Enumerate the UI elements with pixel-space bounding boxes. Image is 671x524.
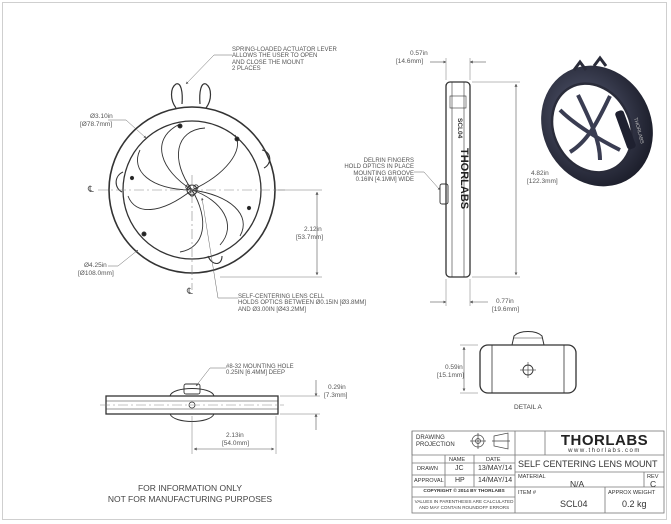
material-label: MATERIAL <box>518 474 546 480</box>
dim-inner-diameter: Ø3.10in [Ø78.7mm] <box>80 113 113 128</box>
note-actuator-lever: SPRING-LOADED ACTUATOR LEVER ALLOWS THE … <box>232 47 337 73</box>
weight-value: 0.2 kg <box>622 499 647 509</box>
delrin-finger-tab <box>439 183 449 205</box>
copyright: COPYRIGHT © 2014 BY THORLABS <box>423 489 505 494</box>
date-header: DATE <box>486 457 501 463</box>
rev-label: REV <box>647 474 659 480</box>
approval-label: APPROVAL <box>414 478 444 484</box>
dim-base-width-text: 0.77in [19.6mm] <box>492 298 520 313</box>
side-bump-left <box>115 171 124 193</box>
side-view <box>414 58 520 306</box>
material-value: N/A <box>570 479 585 489</box>
drawing-title: SELF CENTERING LENS MOUNT <box>518 459 658 469</box>
sheet-border <box>2 2 667 520</box>
dim-center-height-text: 2.12in [53.7mm] <box>296 226 324 241</box>
approval-name: HP <box>455 477 465 484</box>
name-header: NAME <box>449 457 466 463</box>
note-lens-cell: SELF-CENTERING LENS CELL HOLDS OPTICS BE… <box>238 294 367 313</box>
detail-body-outline <box>479 344 577 394</box>
dim-outer-diameter: Ø4.25in [Ø108.0mm] <box>78 262 114 277</box>
front-view <box>98 54 322 299</box>
drawn-name: JC <box>455 465 464 472</box>
item-value: SCL04 <box>560 499 588 509</box>
dim-detail-height-text: 0.59in [15.1mm] <box>437 364 465 379</box>
side-body-outline <box>445 81 471 278</box>
dim-thickness-text: 0.57in [14.6mm] <box>396 50 428 65</box>
thorlabs-logo: THORLABS www.thorlabs.com <box>560 432 649 454</box>
item-label: ITEM # <box>518 490 537 496</box>
dim-height-text: 4.82in [122.3mm] <box>527 170 558 185</box>
dim-side-height-text: 0.29in [7.3mm] <box>324 384 348 399</box>
drawn-date: 13/MAY/14 <box>478 465 513 472</box>
side-bump-right <box>261 149 271 169</box>
bottom-view <box>100 367 320 454</box>
drawn-label: DRAWN <box>417 466 438 472</box>
note-mounting-hole: #8-32 MOUNTING HOLE 0.25in [6.4mm] DEEP <box>226 364 294 377</box>
projection-symbol <box>470 432 510 450</box>
centerline-symbol-bottom: ℄ <box>187 286 193 296</box>
detail-a-view <box>460 331 577 394</box>
disclaimer: FOR INFORMATION ONLY NOT FOR MANUFACTURI… <box>107 483 273 504</box>
isometric-render: THORLABS <box>541 55 653 187</box>
weight-label: APPROX WEIGHT <box>608 490 656 496</box>
side-logo-text: THORLABS <box>458 148 470 209</box>
spiral-fingers <box>127 124 244 253</box>
actuator-lever-right <box>199 83 212 109</box>
actuator-lever-left <box>170 83 183 109</box>
rev-value: C <box>650 479 657 489</box>
detail-a-label: DETAIL A <box>514 404 542 411</box>
note-delrin-fingers: DELRIN FINGERS HOLD OPTICS IN PLACE MOUN… <box>344 158 414 184</box>
dim-bottom-width-text: 2.13in [54.0mm] <box>222 432 250 447</box>
centerline-symbol-left: ℄ <box>88 184 94 194</box>
title-block-grid <box>411 430 665 514</box>
approval-date: 14/MAY/14 <box>478 477 513 484</box>
lever-dot <box>177 123 183 129</box>
bottom-bump <box>207 255 223 265</box>
drawing-projection-label: DRAWING PROJECTION <box>416 435 455 448</box>
values-note: VALUES IN PARENTHESIS ARE CALCULATED AND… <box>414 499 514 510</box>
side-model-label: SCL04 <box>456 118 463 139</box>
